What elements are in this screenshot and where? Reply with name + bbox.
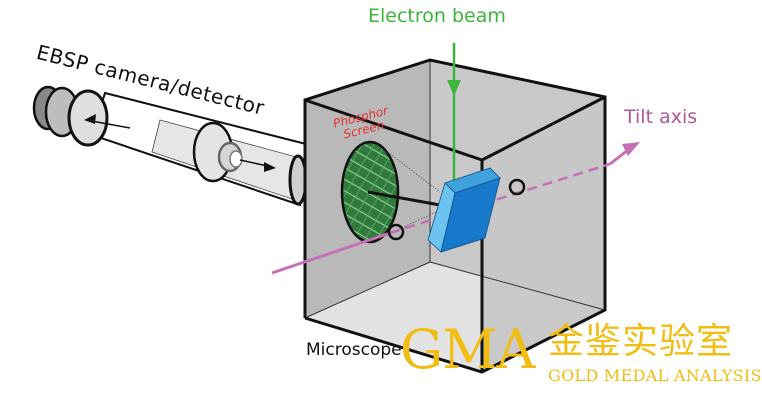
chamber-right-wall: [482, 97, 605, 372]
projection-line: [384, 149, 441, 193]
watermark-english-text: GOLD MEDAL ANALYSIS: [548, 366, 762, 385]
chamber-top-edge: [481, 95, 606, 162]
insert-arrow-head-icon: [264, 162, 276, 172]
tilt-axis-dashed: [389, 162, 611, 235]
microscope-chamber: [303, 58, 607, 374]
tilt-pivot-left: [387, 223, 405, 241]
tilt-axis-line: [271, 231, 391, 275]
retract-arrow-head-icon: [84, 114, 96, 124]
tilt-axis-label: Tilt axis: [624, 106, 698, 128]
electron-beam-label: Electron beam: [368, 5, 506, 27]
tilt-axis-line: [609, 148, 629, 166]
microscope-label: Microscope: [306, 340, 402, 360]
watermark-logo-gma: GMA: [400, 318, 535, 381]
chamber-inner-edge: [429, 261, 606, 311]
tilted-sample: [427, 167, 501, 253]
chamber-top-edge: [304, 98, 483, 162]
chamber-inner-edge: [304, 261, 431, 319]
tilt-pivot-right: [508, 178, 526, 196]
sample-front-face: [440, 177, 501, 253]
electron-beam-arrow-icon: [447, 80, 461, 96]
ebsp-camera-detector: [32, 85, 312, 207]
pattern-center-line: [367, 190, 441, 207]
tilt-axis-arrow-icon: [622, 142, 640, 156]
watermark-chinese-text: 金鉴实验室: [548, 321, 734, 362]
camera-lens-inner: [229, 150, 243, 168]
